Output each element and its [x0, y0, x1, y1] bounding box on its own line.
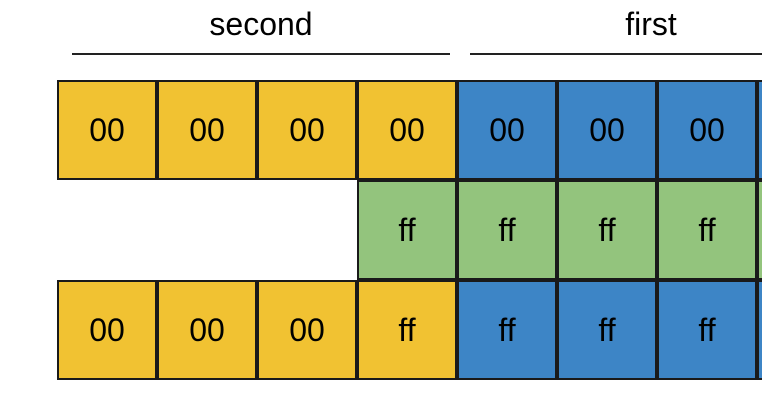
- bottom-row-byte-4: ff: [457, 280, 557, 380]
- group-label-first: first: [625, 6, 677, 42]
- bottom-row-byte-3: ff: [357, 280, 457, 380]
- bottom-row-byte-1: 00: [157, 280, 257, 380]
- middle-row-byte-1: ff: [457, 180, 557, 280]
- top-row-byte-3: 00: [357, 80, 457, 180]
- group-label-second: second: [209, 6, 313, 42]
- bottom-row-byte-6: ff: [657, 280, 757, 380]
- top-row-byte-5: 00: [557, 80, 657, 180]
- top-row-cell-partial: [757, 80, 762, 180]
- bottom-row-byte-0: 00: [57, 280, 157, 380]
- bottom-row-byte-5: ff: [557, 280, 657, 380]
- top-row-byte-2: 00: [257, 80, 357, 180]
- group-line-second: [72, 53, 450, 55]
- top-row-byte-0: 00: [57, 80, 157, 180]
- top-row-byte-6: 00: [657, 80, 757, 180]
- middle-row-byte-0: ff: [357, 180, 457, 280]
- middle-row-byte-3: ff: [657, 180, 757, 280]
- top-row-byte-4: 00: [457, 80, 557, 180]
- middle-row-byte-2: ff: [557, 180, 657, 280]
- group-line-first: [470, 53, 762, 55]
- top-row-byte-1: 00: [157, 80, 257, 180]
- bottom-row-byte-2: 00: [257, 280, 357, 380]
- middle-row-cell-partial: [757, 180, 762, 280]
- bottom-row-cell-partial: [757, 280, 762, 380]
